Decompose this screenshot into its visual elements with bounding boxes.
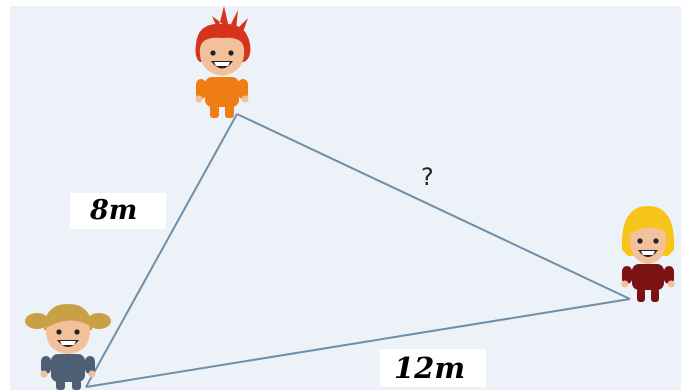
left-side-length-label: 8m [70, 193, 166, 229]
girl-right-icon [621, 206, 675, 302]
unknown-side-edge [236, 113, 631, 300]
girl-top-icon [195, 6, 251, 118]
bottom-side-edge [85, 298, 631, 388]
unknown-side-label: ? [421, 163, 434, 191]
girl-left-icon [25, 304, 111, 390]
bottom-side-length-label: 12m [380, 349, 486, 387]
left-side-edge [85, 113, 238, 388]
